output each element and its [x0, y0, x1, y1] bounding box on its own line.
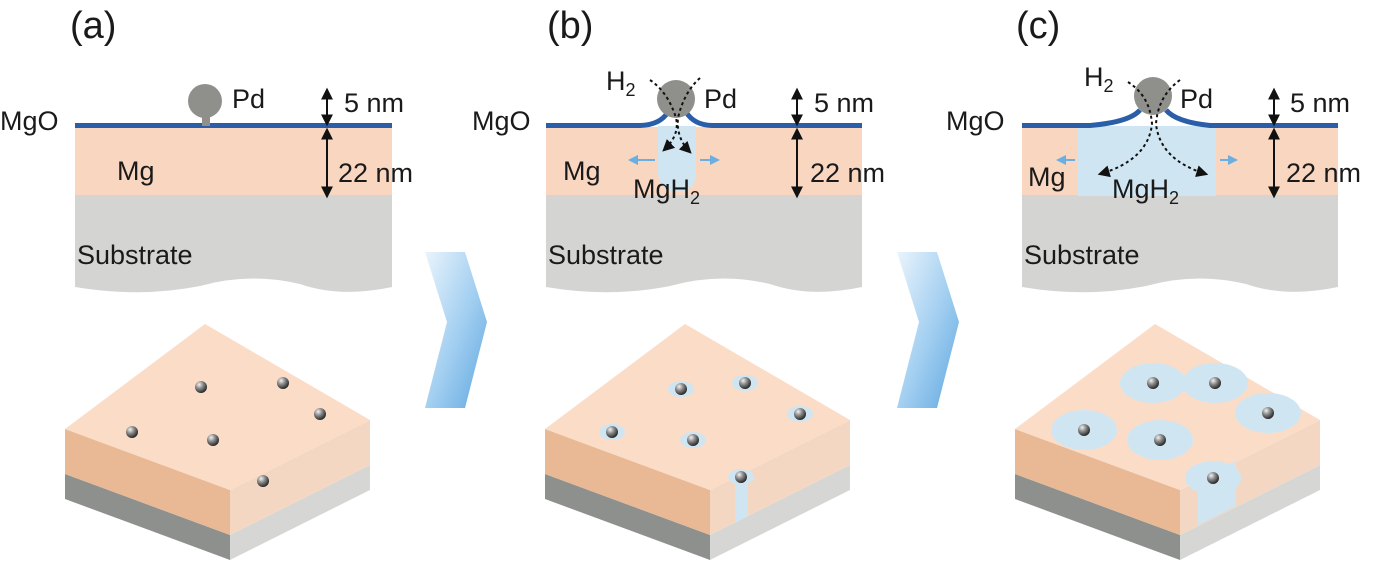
panel-c: (c) MgO H2 Pd Mg MgH2 Substrate 5 nm 22 … — [946, 5, 1361, 560]
panel-c-film-block — [1015, 324, 1320, 560]
mgh2-halos — [599, 375, 813, 485]
pd-particle — [1134, 77, 1172, 115]
substrate-layer — [1022, 195, 1338, 293]
pd-particles — [606, 377, 806, 483]
pd-label: Pd — [1180, 84, 1213, 114]
pd-label: Pd — [232, 84, 265, 114]
mgh2-region — [1078, 126, 1216, 196]
panel-a-label: (a) — [70, 5, 116, 47]
panel-c-label: (c) — [1016, 5, 1060, 47]
panel-b: (b) MgO H2 Pd Mg MgH2 Substrate 5 nm 22 … — [472, 5, 885, 560]
panel-b-cross-section — [546, 77, 862, 293]
panel-a: (a) MgO Pd Mg Substrate 5 nm 22 nm — [0, 5, 413, 560]
oxide-thickness-label: 5 nm — [814, 88, 874, 118]
panel-b-label: (b) — [547, 5, 593, 47]
mgo-layer — [1022, 108, 1338, 128]
metal-thickness-label: 22 nm — [810, 158, 885, 188]
oxide-thickness-label: 5 nm — [1290, 88, 1350, 118]
chevron-arrow-icon — [425, 252, 487, 408]
panel-b-film-block — [545, 324, 850, 560]
mg-label: Mg — [117, 156, 155, 186]
pd-label: Pd — [704, 84, 737, 114]
pd-particle — [188, 84, 222, 118]
oxide-thickness-label: 5 nm — [344, 88, 404, 118]
substrate-label: Substrate — [77, 240, 193, 270]
chevron-arrow-icon — [897, 252, 959, 408]
h2-label: H2 — [606, 66, 636, 100]
substrate-label: Substrate — [548, 240, 664, 270]
mgh2-label: MgH2 — [633, 174, 700, 208]
pd-particles — [1078, 377, 1274, 484]
metal-thickness-label: 22 nm — [338, 158, 413, 188]
pd-neck — [202, 113, 210, 126]
mg-label: Mg — [1028, 162, 1066, 192]
mg-label: Mg — [563, 156, 601, 186]
mg-layer — [75, 127, 392, 195]
panel-c-cross-section — [1022, 77, 1338, 293]
pd-particles — [126, 377, 326, 487]
metal-thickness-label: 22 nm — [1286, 158, 1361, 188]
substrate-label: Substrate — [1024, 240, 1140, 270]
substrate-layer — [75, 195, 392, 293]
pd-particle — [657, 80, 695, 118]
panel-a-film-block — [65, 324, 370, 560]
h2-label: H2 — [1084, 62, 1114, 96]
mgh2-label: MgH2 — [1112, 174, 1179, 208]
panel-a-cross-section — [75, 84, 392, 293]
mgo-label: MgO — [472, 106, 531, 136]
mgo-label: MgO — [0, 106, 59, 136]
substrate-layer — [546, 195, 862, 293]
mgo-label: MgO — [946, 106, 1005, 136]
